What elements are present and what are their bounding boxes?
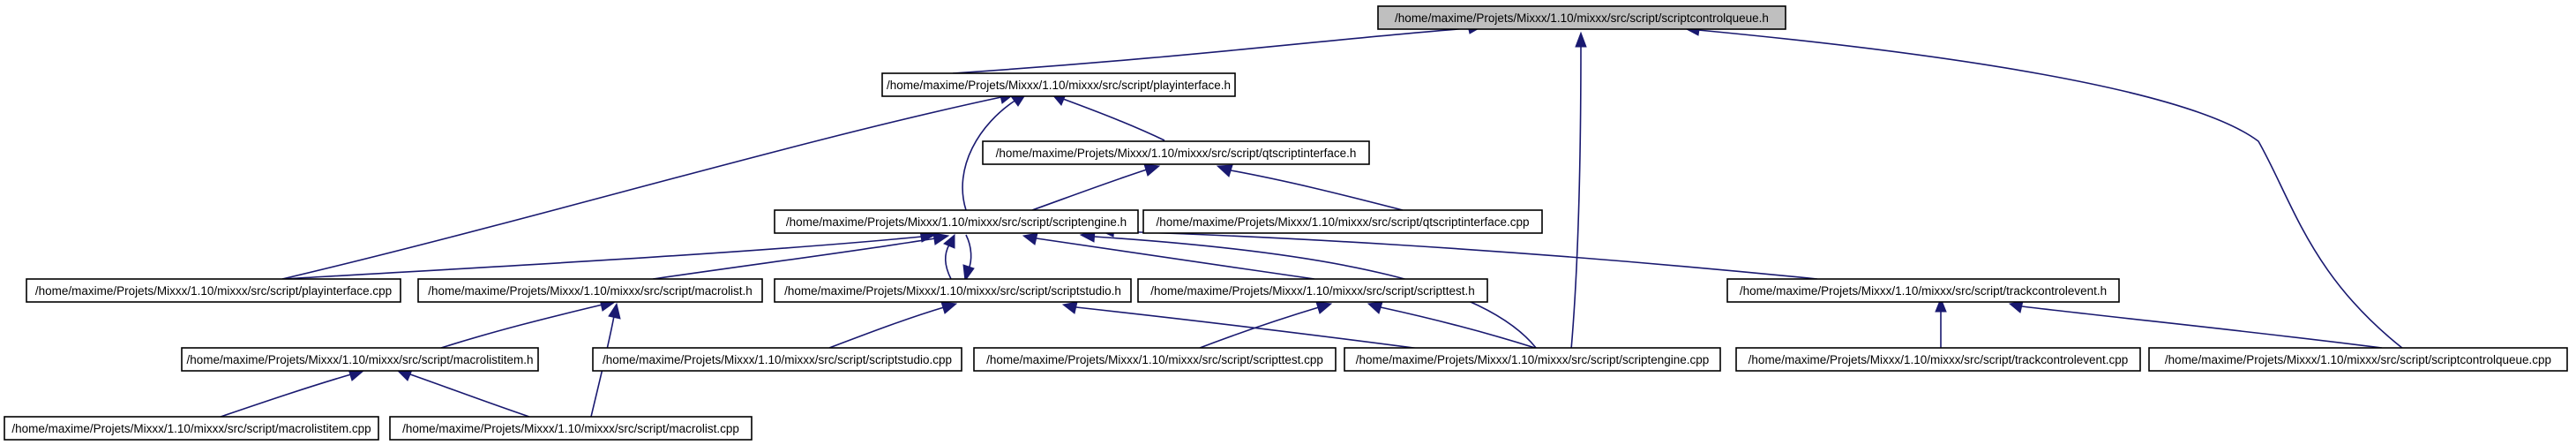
svg-text:/home/maxime/Projets/Mixxx/1.1: /home/maxime/Projets/Mixxx/1.10/mixxx/sr… xyxy=(2165,353,2551,366)
edge-scriptcontrolqueue-cpp-to-trackcontrolevent-h xyxy=(2008,300,2383,349)
node-playinterface-cpp[interactable]: /home/maxime/Projets/Mixxx/1.10/mixxx/sr… xyxy=(26,278,401,303)
svg-text:/home/maxime/Projets/Mixxx/1.1: /home/maxime/Projets/Mixxx/1.10/mixxx/sr… xyxy=(603,353,952,366)
edge-scriptengine-h-to-scriptstudio-h xyxy=(962,234,975,283)
svg-text:/home/maxime/Projets/Mixxx/1.1: /home/maxime/Projets/Mixxx/1.10/mixxx/sr… xyxy=(887,79,1231,92)
edge-macrolistitem-h-to-macrolist-h xyxy=(440,298,617,349)
svg-text:/home/maxime/Projets/Mixxx/1.1: /home/maxime/Projets/Mixxx/1.10/mixxx/sr… xyxy=(1740,284,2107,298)
svg-text:/home/maxime/Projets/Mixxx/1.1: /home/maxime/Projets/Mixxx/1.10/mixxx/sr… xyxy=(1749,353,2129,366)
node-macrolistitem-cpp[interactable]: /home/maxime/Projets/Mixxx/1.10/mixxx/sr… xyxy=(4,416,379,441)
edge-macrolist-h-to-scriptengine-h xyxy=(652,232,950,280)
svg-text:/home/maxime/Projets/Mixxx/1.1: /home/maxime/Projets/Mixxx/1.10/mixxx/sr… xyxy=(402,422,739,435)
node-qtscriptinterface-cpp[interactable]: /home/maxime/Projets/Mixxx/1.10/mixxx/sr… xyxy=(1142,209,1543,234)
svg-text:/home/maxime/Projets/Mixxx/1.1: /home/maxime/Projets/Mixxx/1.10/mixxx/sr… xyxy=(1150,284,1475,298)
svg-text:/home/maxime/Projets/Mixxx/1.1: /home/maxime/Projets/Mixxx/1.10/mixxx/sr… xyxy=(35,284,392,298)
node-macrolist-h[interactable]: /home/maxime/Projets/Mixxx/1.10/mixxx/sr… xyxy=(417,278,763,303)
node-scriptcontrolqueue-h[interactable]: /home/maxime/Projets/Mixxx/1.10/mixxx/sr… xyxy=(1377,5,1786,30)
edge-macrolist-cpp-to-macrolistitem-h xyxy=(396,369,530,418)
edge-scriptengine-h-to-qtscriptinterface-h xyxy=(1031,163,1161,211)
svg-text:/home/maxime/Projets/Mixxx/1.1: /home/maxime/Projets/Mixxx/1.10/mixxx/sr… xyxy=(786,215,1127,229)
edge-playinterface-cpp-to-playinterface-h xyxy=(281,91,1016,280)
svg-text:/home/maxime/Projets/Mixxx/1.1: /home/maxime/Projets/Mixxx/1.10/mixxx/sr… xyxy=(428,284,753,298)
edge-scriptcontrolqueue-cpp-to-scriptcontrolqueue-h xyxy=(1683,23,2418,360)
svg-text:/home/maxime/Projets/Mixxx/1.1: /home/maxime/Projets/Mixxx/1.10/mixxx/sr… xyxy=(784,284,1121,298)
node-macrolistitem-h[interactable]: /home/maxime/Projets/Mixxx/1.10/mixxx/sr… xyxy=(181,347,539,372)
svg-text:/home/maxime/Projets/Mixxx/1.1: /home/maxime/Projets/Mixxx/1.10/mixxx/sr… xyxy=(986,353,1323,366)
edge-trackcontrolevent-cpp-to-trackcontrolevent-h xyxy=(1935,297,1947,348)
node-qtscriptinterface-h[interactable]: /home/maxime/Projets/Mixxx/1.10/mixxx/sr… xyxy=(982,140,1370,165)
nodes: /home/maxime/Projets/Mixxx/1.10/mixxx/sr… xyxy=(4,5,2568,441)
node-macrolist-cpp[interactable]: /home/maxime/Projets/Mixxx/1.10/mixxx/sr… xyxy=(389,416,753,441)
edge-macrolistitem-cpp-to-macrolistitem-h xyxy=(220,368,365,418)
node-playinterface-h[interactable]: /home/maxime/Projets/Mixxx/1.10/mixxx/sr… xyxy=(881,72,1236,97)
edge-scripttest-cpp-to-scripttest-h xyxy=(1199,301,1333,349)
node-scriptstudio-cpp[interactable]: /home/maxime/Projets/Mixxx/1.10/mixxx/sr… xyxy=(592,347,962,372)
edge-qtscriptinterface-cpp-to-qtscriptinterface-h xyxy=(1216,164,1404,211)
svg-text:/home/maxime/Projets/Mixxx/1.1: /home/maxime/Projets/Mixxx/1.10/mixxx/sr… xyxy=(186,353,533,366)
edge-scriptengine-cpp-to-scriptcontrolqueue-h xyxy=(1569,31,1587,360)
node-scriptengine-cpp[interactable]: /home/maxime/Projets/Mixxx/1.10/mixxx/sr… xyxy=(1344,347,1721,372)
edge-scriptstudio-cpp-to-scriptstudio-h xyxy=(828,301,958,349)
edge-scripttest-h-to-scriptengine-h xyxy=(1022,232,1315,280)
node-scriptstudio-h[interactable]: /home/maxime/Projets/Mixxx/1.10/mixxx/sr… xyxy=(774,278,1132,303)
node-scriptengine-h[interactable]: /home/maxime/Projets/Mixxx/1.10/mixxx/sr… xyxy=(774,209,1139,234)
node-trackcontrolevent-h[interactable]: /home/maxime/Projets/Mixxx/1.10/mixxx/sr… xyxy=(1726,278,2120,303)
svg-text:/home/maxime/Projets/Mixxx/1.1: /home/maxime/Projets/Mixxx/1.10/mixxx/sr… xyxy=(1356,353,1710,366)
node-scripttest-cpp[interactable]: /home/maxime/Projets/Mixxx/1.10/mixxx/sr… xyxy=(973,347,1337,372)
node-trackcontrolevent-cpp[interactable]: /home/maxime/Projets/Mixxx/1.10/mixxx/sr… xyxy=(1735,347,2141,372)
svg-text:/home/maxime/Projets/Mixxx/1.1: /home/maxime/Projets/Mixxx/1.10/mixxx/sr… xyxy=(11,422,371,435)
edge-scriptengine-cpp-to-scripttest-h xyxy=(1367,301,1536,349)
edge-scriptstudio-h-to-scriptengine-h xyxy=(943,233,955,280)
svg-text:/home/maxime/Projets/Mixxx/1.1: /home/maxime/Projets/Mixxx/1.10/mixxx/sr… xyxy=(996,147,1357,160)
svg-text:/home/maxime/Projets/Mixxx/1.1: /home/maxime/Projets/Mixxx/1.10/mixxx/sr… xyxy=(1156,215,1529,229)
svg-text:/home/maxime/Projets/Mixxx/1.1: /home/maxime/Projets/Mixxx/1.10/mixxx/sr… xyxy=(1395,11,1769,25)
edge-qtscriptinterface-h-to-playinterface-h xyxy=(1050,93,1165,141)
node-scriptcontrolqueue-cpp[interactable]: /home/maxime/Projets/Mixxx/1.10/mixxx/sr… xyxy=(2148,347,2568,372)
node-scripttest-h[interactable]: /home/maxime/Projets/Mixxx/1.10/mixxx/sr… xyxy=(1137,278,1488,303)
